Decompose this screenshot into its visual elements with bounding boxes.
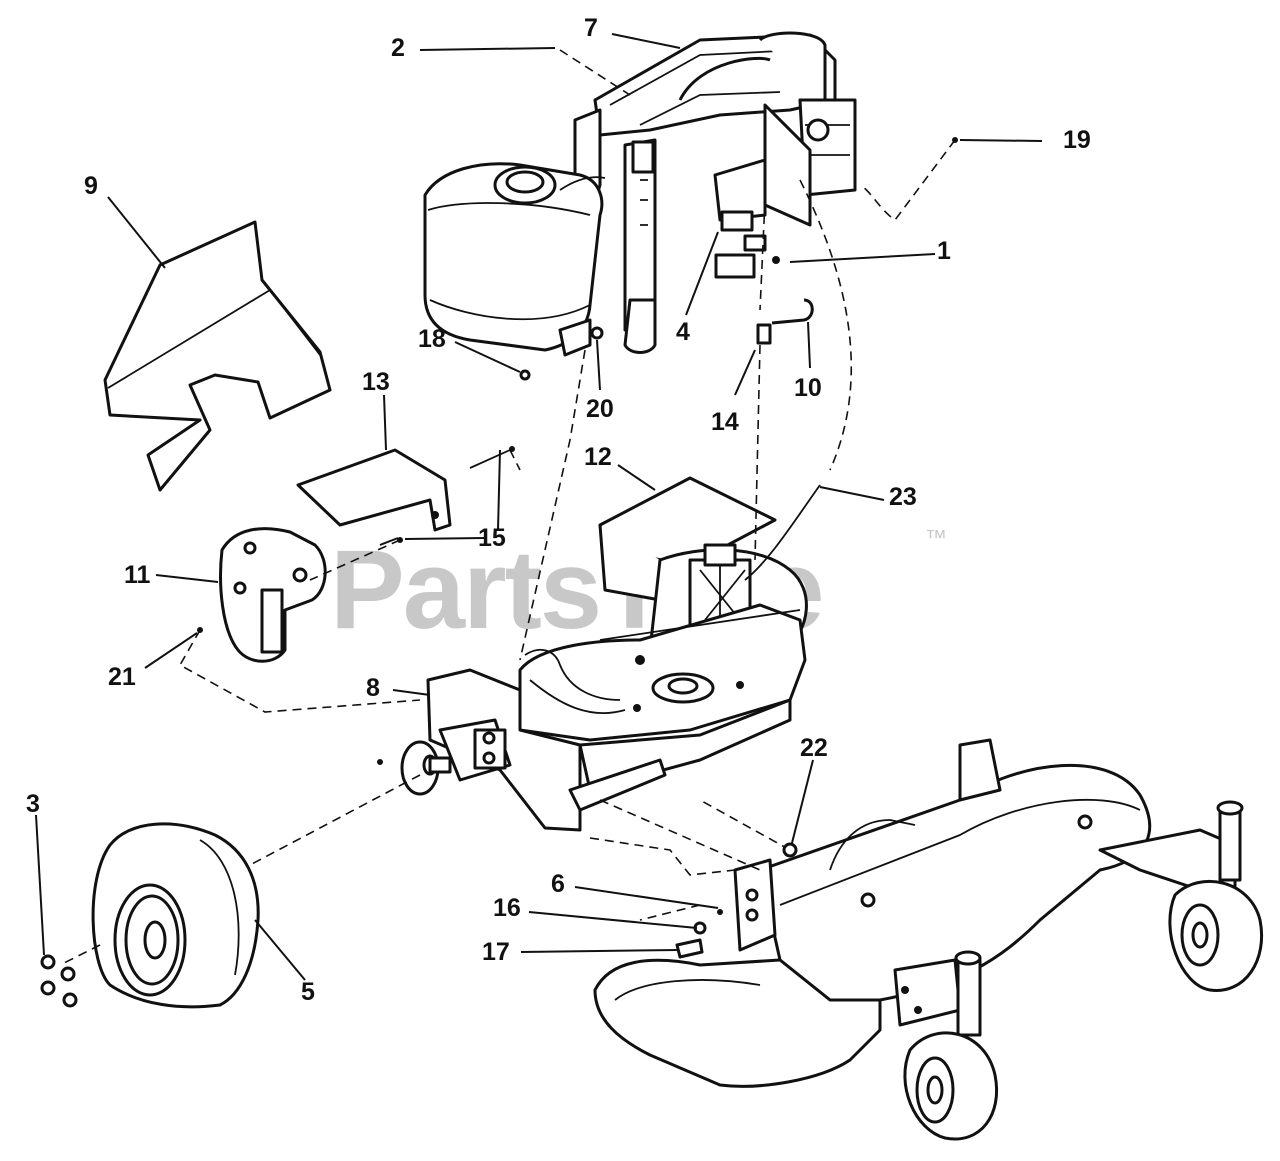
leader-lines — [35, 33, 1043, 981]
callout-5: 5 — [301, 978, 315, 1006]
watermark-trademark: ™ — [925, 525, 947, 550]
callout-8: 8 — [366, 674, 380, 702]
cover-plate — [296, 446, 515, 532]
callout-16: 16 — [493, 894, 521, 922]
callout-3: 3 — [26, 790, 40, 818]
throttle-cable — [744, 484, 821, 581]
callout-21: 21 — [108, 663, 136, 691]
callout-22: 22 — [800, 734, 828, 762]
belt-shield — [103, 220, 332, 492]
caster-wheel-right — [1168, 800, 1263, 992]
callout-14: 14 — [711, 408, 739, 436]
handle-frame — [573, 31, 857, 354]
drive-tire — [91, 822, 260, 1009]
callout-23: 23 — [889, 483, 917, 511]
callout-6: 6 — [551, 870, 565, 898]
callout-20: 20 — [586, 395, 614, 423]
callout-labels: 1 2 3 4 5 6 7 8 9 10 11 12 13 14 15 16 1… — [26, 14, 1091, 1006]
callout-1: 1 — [937, 237, 951, 265]
hydro-pump — [438, 718, 512, 782]
callout-12: 12 — [584, 443, 612, 471]
callout-7: 7 — [584, 14, 598, 42]
hydraulic-fitting — [756, 298, 814, 345]
mower-deck — [593, 738, 1237, 1088]
callout-2: 2 — [391, 34, 405, 62]
callout-17: 17 — [482, 938, 510, 966]
callout-19: 19 — [1063, 126, 1091, 154]
electrical-switches — [714, 210, 780, 279]
callout-9: 9 — [84, 172, 98, 200]
callout-15: 15 — [478, 524, 506, 552]
pulley-cover — [219, 527, 327, 663]
callout-4: 4 — [676, 318, 690, 346]
callout-18: 18 — [418, 325, 446, 353]
caster-wheel-left — [903, 950, 998, 1141]
callout-13: 13 — [362, 368, 390, 396]
wheel-hub — [377, 740, 452, 796]
assembly-lines — [59, 49, 956, 966]
fuel-tank — [423, 162, 606, 357]
callout-11: 11 — [124, 561, 151, 589]
callout-10: 10 — [794, 374, 822, 402]
